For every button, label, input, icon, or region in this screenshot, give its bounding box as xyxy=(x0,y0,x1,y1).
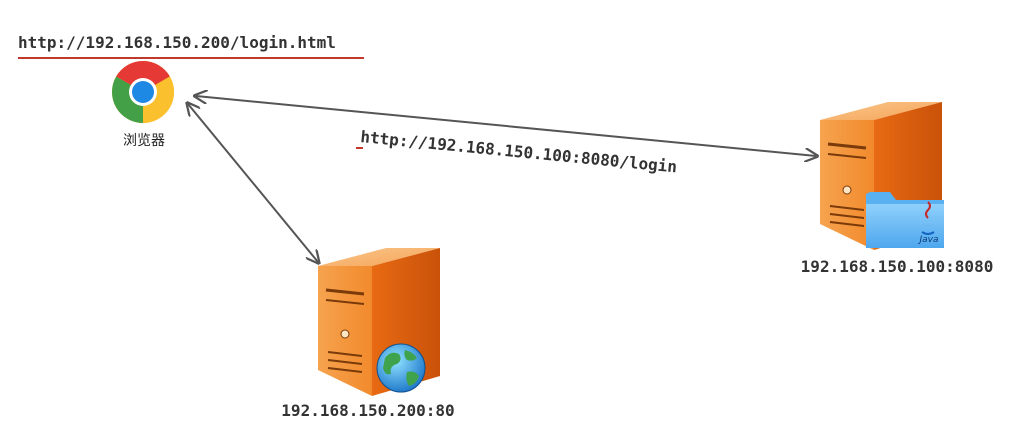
browser-label: 浏览器 xyxy=(123,133,165,149)
browser-url: http://192.168.150.200/login.html xyxy=(18,33,336,52)
server-front xyxy=(820,120,874,250)
server-top xyxy=(820,102,942,120)
java-server-address: 192.168.150.100:8080 xyxy=(801,257,994,276)
java-folder-badge: Java xyxy=(917,235,938,245)
chrome-browser-icon[interactable] xyxy=(111,60,175,123)
browser-nginx-arrow xyxy=(188,104,318,262)
globe-icon xyxy=(376,343,426,393)
request-url: http://192.168.150.100:8080/login xyxy=(360,127,678,176)
server-top xyxy=(318,248,440,266)
nginx-server-address: 192.168.150.200:80 xyxy=(281,401,454,420)
java-folder-icon: Java xyxy=(866,192,944,248)
